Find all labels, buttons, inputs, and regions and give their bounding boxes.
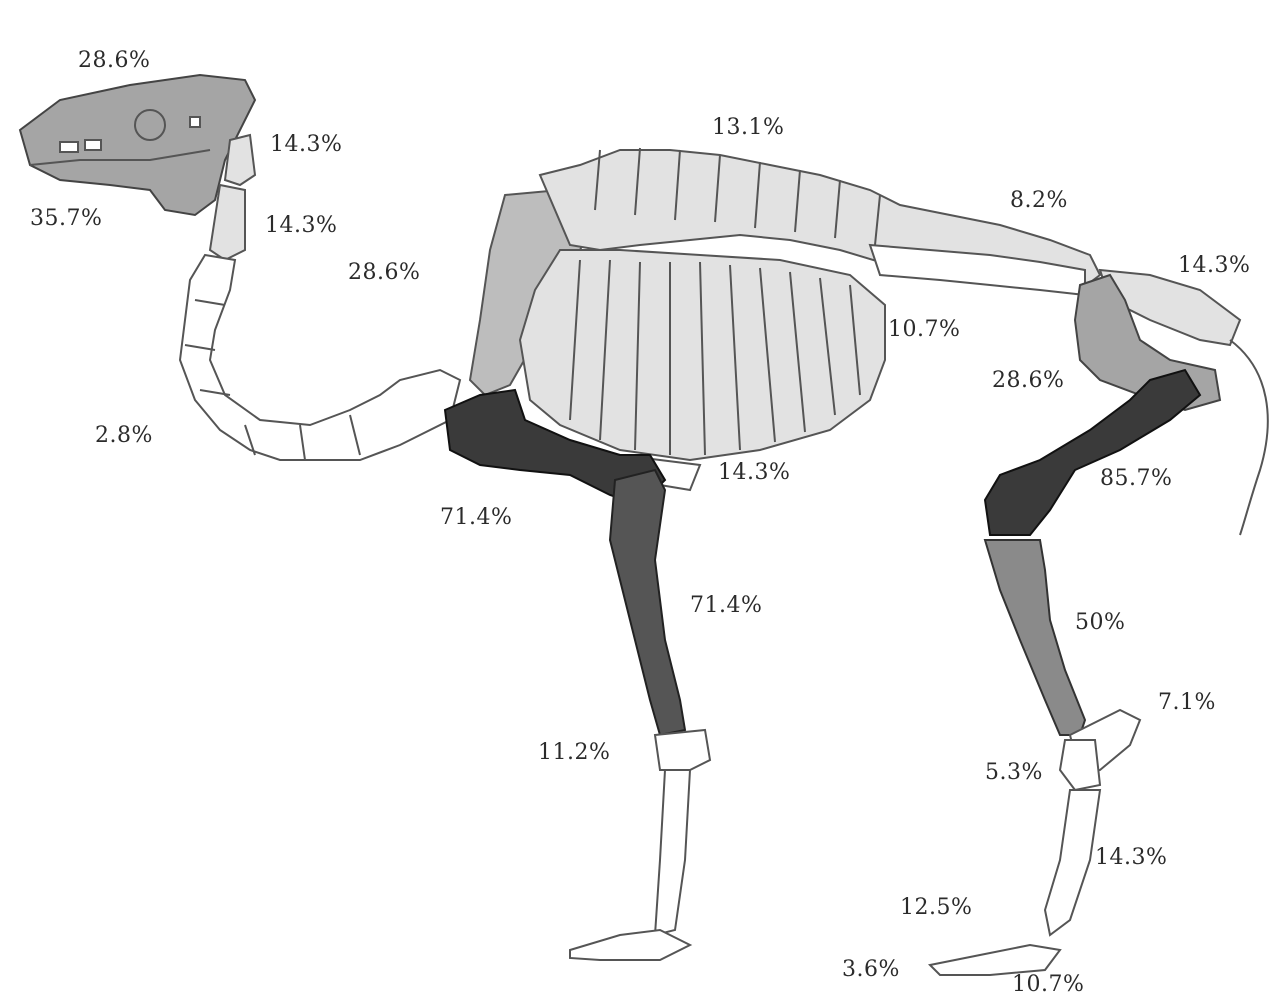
calcaneus-label: 7.1% [1158, 690, 1216, 715]
tibia-shape [985, 540, 1085, 735]
radius-ulna-label: 71.4% [690, 593, 762, 618]
tarsals-shape [1060, 740, 1100, 790]
third-phalanx-label: 10.7% [1012, 972, 1084, 997]
tibia-label: 50% [1075, 610, 1125, 635]
cervical-shape [180, 255, 460, 460]
skull-tooth-3 [190, 117, 200, 127]
atlas-label: 14.3% [270, 132, 342, 157]
sacrum-label: 14.3% [1178, 253, 1250, 278]
skull-label: 28.6% [78, 48, 150, 73]
second-phalanx-label: 3.6% [842, 957, 900, 982]
lumbar-label: 8.2% [1010, 188, 1068, 213]
femur-label: 85.7% [1100, 466, 1172, 491]
femur-shape [985, 370, 1200, 535]
scapula-label: 28.6% [348, 260, 420, 285]
axis-label: 14.3% [265, 213, 337, 238]
cervical-label: 2.8% [95, 423, 153, 448]
metatarsal-label: 14.3% [1095, 845, 1167, 870]
tarsals-label: 5.3% [985, 760, 1043, 785]
sternum-label: 14.3% [718, 460, 790, 485]
ribs-label: 10.7% [888, 317, 960, 342]
carpals-label: 11.2% [538, 740, 610, 765]
skull-teeth-1 [60, 142, 78, 152]
skull-teeth-2 [85, 140, 101, 150]
carpals-shape [655, 730, 710, 770]
pelvis-label: 28.6% [992, 368, 1064, 393]
humerus-label: 71.4% [440, 505, 512, 530]
atlas-shape [225, 135, 255, 185]
first-phalanx-label: 12.5% [900, 895, 972, 920]
mandible-label: 35.7% [30, 206, 102, 231]
hind-phalanges-shape [930, 945, 1060, 975]
fore-phalanges-shape [570, 930, 690, 960]
tail-line [1230, 340, 1268, 535]
radius-ulna-shape [610, 470, 685, 735]
metatarsal-shape [1045, 790, 1100, 935]
metacarpal-shape [655, 770, 690, 935]
thoracic-label: 13.1% [712, 115, 784, 140]
